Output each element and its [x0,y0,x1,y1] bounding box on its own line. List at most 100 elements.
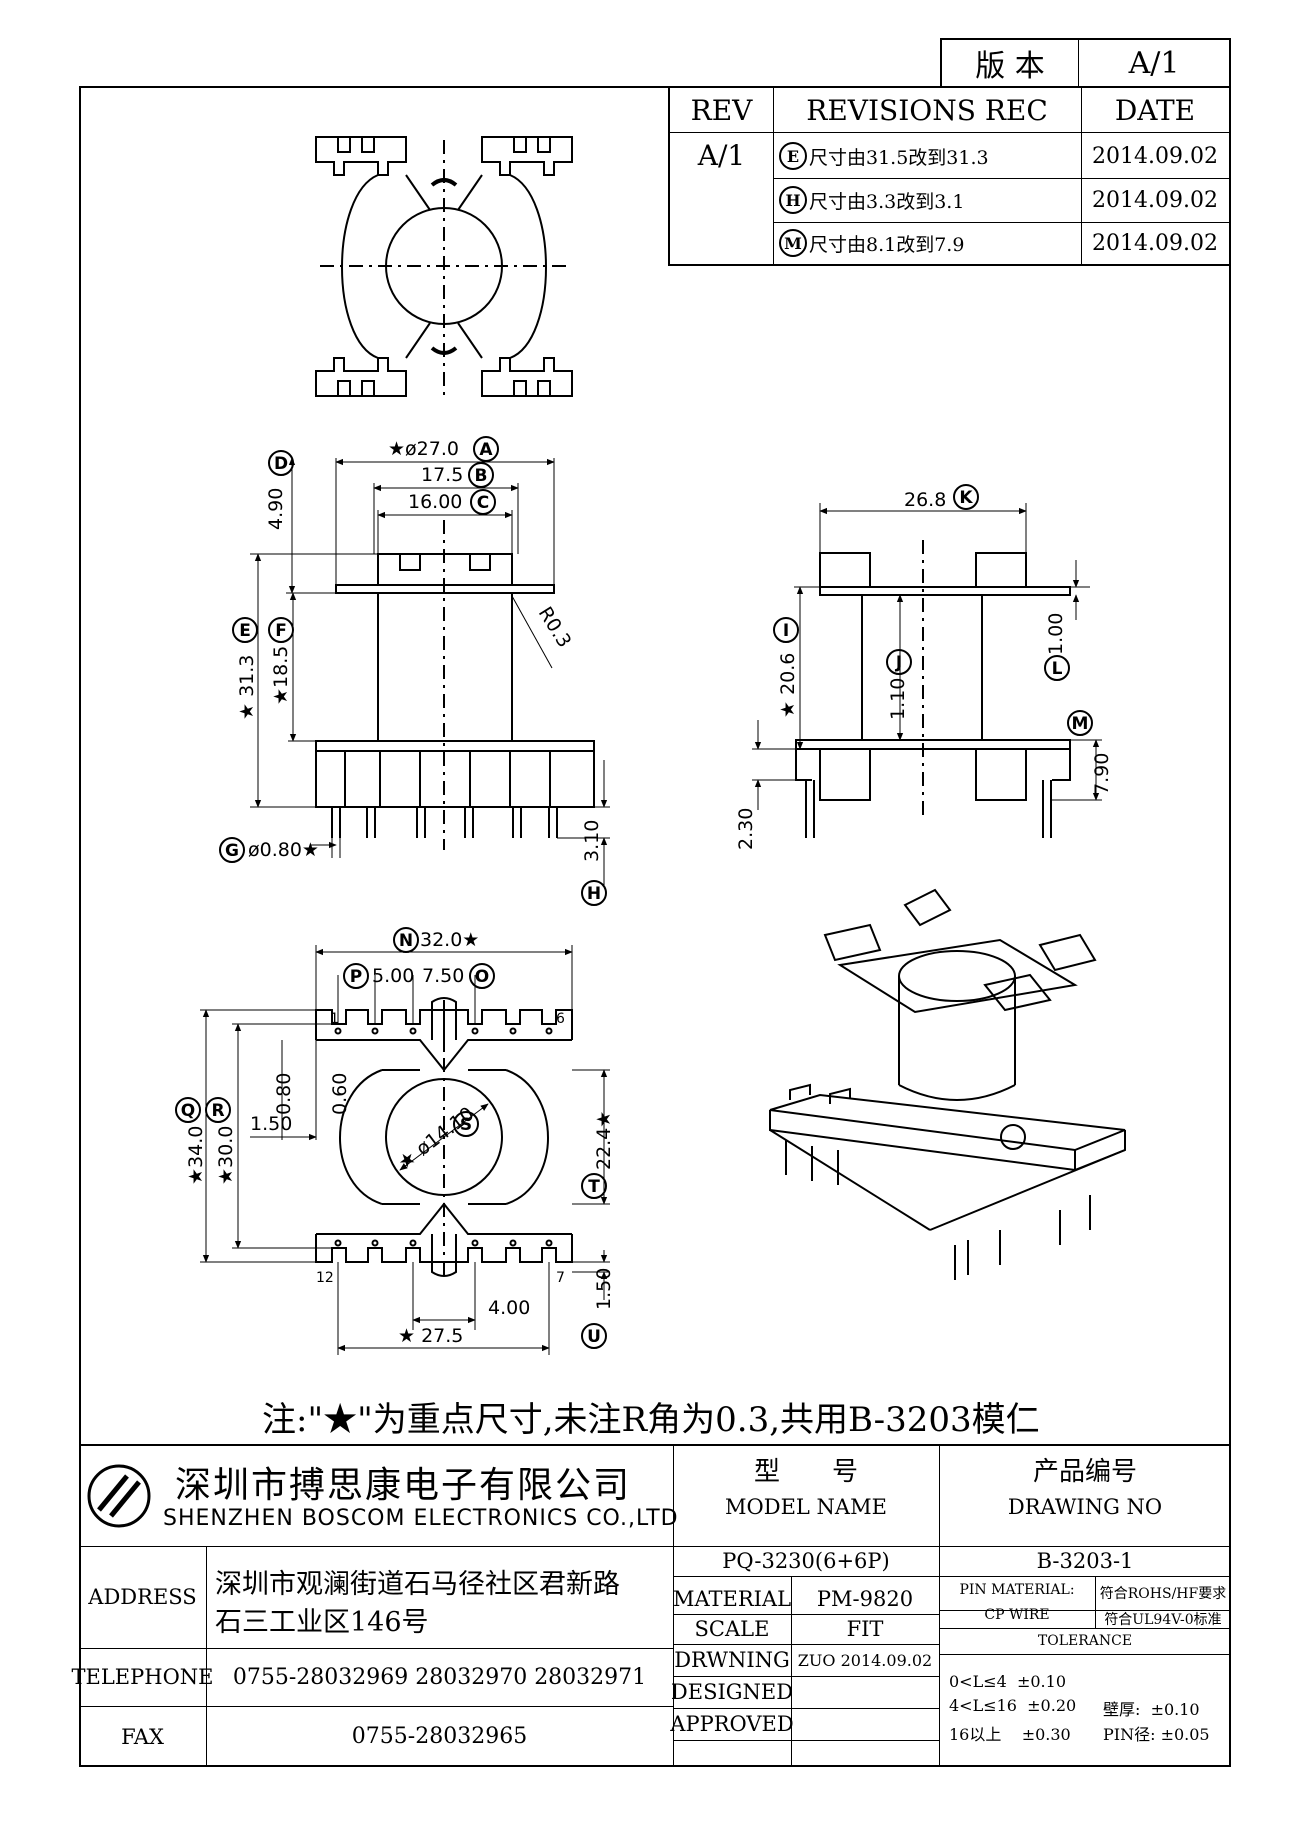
drawing-by-label: DRWNING [674,1648,790,1672]
material-value: PM-9820 [816,1587,914,1611]
dim-T-text: 22.4★ [593,1111,615,1170]
designed-label: DESIGNED [670,1680,794,1704]
mark-L: L [1052,659,1063,679]
dimension-labels: ★ø27.0 17.5 16.00 4.90 ★ 31.3 ★18.5 R0.3… [185,438,1113,1347]
drawing-by-value: ZUO 2014.09.02 [797,1650,933,1670]
dim-Z-text: 2.30 [735,808,757,850]
mark-I: I [783,621,789,641]
rev-header: REV [690,93,753,127]
dim-275-text: ★ 27.5 [398,1325,463,1347]
dim-R-text: R0.3 [534,603,576,651]
dim-S-text: ★ ø14.10 [394,1103,478,1174]
dim-L-text: 1.00 [1045,613,1067,655]
mark-P: P [350,967,362,987]
mark-U: U [587,1327,601,1347]
pin-12-label: 12 [316,1270,334,1286]
isometric-view [769,888,1126,1280]
mark-M: M [1072,714,1089,734]
pin-6-label: 6 [556,1011,565,1027]
dim-E-text: ★ 31.3 [236,655,258,720]
dim-J-text: 1.10 [887,678,909,720]
revision-row: E 尺寸由31.5改到31.3 [773,134,1081,178]
mark-D: D [274,454,288,474]
model-label-cn: 型 号 [753,1456,858,1487]
revisions-table: REV REVISIONS REC DATE A/1 E 尺寸由31.5改到31… [668,86,1231,266]
mark-O: O [475,967,489,987]
revisions-rec-header: REVISIONS REC [806,93,1048,127]
ul-compliance: 符合UL94V-0标准 [1104,1612,1222,1628]
mark-T: T [588,1177,600,1197]
model-value: PQ-3230(6+6P) [722,1549,890,1573]
tolerance-3: 16以上 ±0.30 [949,1725,1071,1744]
mark-C: C [477,493,489,513]
drawing-value: B-3203-1 [1036,1549,1134,1573]
address-line1: 深圳市观澜街道石马径社区君新路 [215,1569,620,1600]
mark-R: R [211,1101,224,1121]
rohs-compliance: 符合ROHS/HF要求 [1099,1586,1227,1602]
dim-400-text: 4.00 [488,1297,530,1319]
telephone-value: 0755-28032969 28032970 28032971 [232,1664,647,1690]
revision-text: 尺寸由8.1改到7.9 [809,233,965,256]
scale-value: FIT [846,1617,884,1641]
mark-S: S [460,1115,472,1135]
reference-marks: A B C D E F G H K I J L M N P O Q R S T … [175,436,1093,1349]
company-name-en: SHENZHEN BOSCOM ELECTRONICS CO.,LTD [163,1506,679,1531]
dim-P-text: 5.00 [372,965,414,987]
wall-tolerance: 壁厚: ±0.10 [1103,1700,1200,1719]
dim-O-text: 7.50 [422,965,464,987]
revision-date: 2014.09.02 [1092,187,1218,213]
material-label: MATERIAL [672,1587,792,1611]
top-view [315,136,573,400]
mark-N: N [399,931,413,951]
side-view [752,503,1102,838]
mark-K: K [959,488,973,508]
rev-value: A/1 [697,138,746,172]
pin-1-label: 1 [330,1011,339,1027]
tolerance-2: 4<L≤16 ±0.20 [949,1696,1077,1715]
pin-material-value: CP WIRE [984,1607,1050,1623]
tolerance-label: TOLERANCE [1037,1633,1133,1649]
fax-label: FAX [121,1724,164,1749]
mark-G: G [225,841,239,861]
dim-C-text: 16.00 [408,491,462,513]
version-label: 版 本 [942,40,1079,86]
dim-B-text: 17.5 [421,464,463,486]
revision-date: 2014.09.02 [1092,230,1218,256]
dim-U-text: 1.50 [593,1268,615,1310]
dim-M-text: 7.90 [1091,753,1113,795]
version-value: A/1 [1128,45,1180,81]
revision-mark-circle: E [779,142,807,170]
mark-H: H [587,884,601,904]
dim-080-text: 0.80 [273,1073,295,1115]
dim-N-text: 32.0★ [420,929,479,951]
pin-7-label: 7 [556,1270,565,1286]
revision-text: 尺寸由31.5改到31.3 [809,146,989,169]
address-line2: 石三工业区146号 [215,1607,429,1638]
mark-E: E [239,621,251,641]
company-logo [87,1464,151,1528]
pin-diameter-tolerance: PIN径: ±0.05 [1103,1725,1210,1744]
dim-D-text: 4.90 [265,488,287,530]
revision-mark-circle: M [779,229,807,257]
dim-Q-text: ★34.0 [185,1126,207,1185]
dim-H-text: 3.10 [581,820,603,862]
tolerance-1: 0<L≤4 ±0.10 [949,1672,1066,1691]
revision-mark-circle: H [779,186,807,214]
address-label: ADDRESS [88,1585,197,1609]
mark-J: J [895,653,902,673]
dim-A-text: ★ø27.0 [388,438,459,460]
dim-150-text: 1.50 [250,1113,292,1135]
company-name-cn: 深圳市搏思康电子有限公司 [175,1465,632,1506]
mark-F: F [275,621,287,641]
dim-I-text: ★ 20.6 [777,653,799,718]
revision-date: 2014.09.02 [1092,143,1218,169]
model-label-en: MODEL NAME [725,1495,887,1519]
drawing-label-en: DRAWING NO [1007,1495,1163,1519]
mark-Q: Q [181,1101,195,1121]
approved-label: APPROVED [670,1712,794,1736]
revision-row: M 尺寸由8.1改到7.9 [773,222,1081,264]
drawing-frame [79,86,1231,1767]
drawing-note: 注:"★"为重点尺寸,未注R角为0.3,共用B-3203模仁 [262,1400,1040,1440]
mark-A: A [479,440,493,460]
dim-G-text: ø0.80★ [248,839,319,861]
